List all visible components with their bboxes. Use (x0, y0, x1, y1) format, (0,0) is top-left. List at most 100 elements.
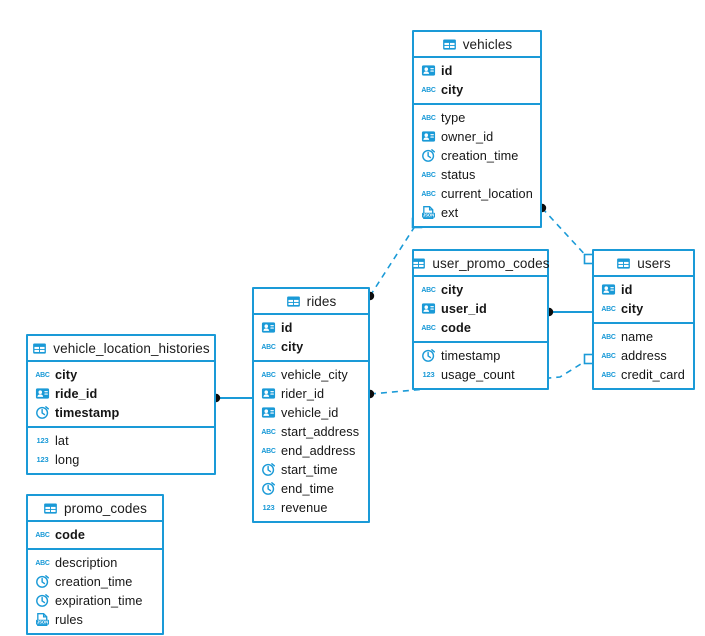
field-label: timestamp (55, 405, 120, 420)
uuid-card-icon (601, 284, 616, 295)
field-row-end_time[interactable]: end_time (254, 479, 368, 498)
field-row-owner_id[interactable]: owner_id (414, 127, 540, 146)
field-row-user_id[interactable]: user_id (414, 299, 547, 318)
json-file-icon: JSON (422, 206, 435, 219)
field-row-rules[interactable]: JSON rules (28, 610, 162, 629)
abc-string-icon: ABC (35, 560, 50, 567)
svg-text:ABC: ABC (421, 115, 435, 122)
svg-text:ABC: ABC (601, 372, 615, 379)
svg-text:ABC: ABC (421, 191, 435, 198)
svg-text:ABC: ABC (261, 372, 275, 379)
field-row-id[interactable]: id (254, 318, 368, 337)
clock-icon (262, 482, 276, 495)
field-row-timestamp[interactable]: timestamp (28, 403, 214, 422)
entity-header-users[interactable]: users (594, 251, 693, 277)
svg-text:ABC: ABC (261, 448, 275, 455)
entity-header-vehicle_location_histories[interactable]: vehicle_location_histories (28, 336, 214, 362)
svg-text:ABC: ABC (261, 344, 275, 351)
field-label: rules (55, 612, 83, 627)
entity-header-vehicles[interactable]: vehicles (414, 32, 540, 58)
abc-string-icon: ABC (601, 372, 616, 379)
field-row-vehicle_id[interactable]: vehicle_id (254, 403, 368, 422)
clock-icon (36, 594, 50, 607)
svg-text:JSON: JSON (37, 620, 48, 625)
edge-line (369, 222, 418, 297)
field-label: current_location (441, 186, 533, 201)
field-row-id[interactable]: id (594, 280, 693, 299)
entity-header-rides[interactable]: rides (254, 289, 368, 315)
field-row-vehicle_city[interactable]: ABC vehicle_city (254, 365, 368, 384)
123-number-icon: 123 (263, 503, 275, 512)
field-row-ride_id[interactable]: ride_id (28, 384, 214, 403)
field-label: user_id (441, 301, 487, 316)
clock-icon (36, 406, 50, 419)
field-label: revenue (281, 500, 328, 515)
field-row-start_address[interactable]: ABC start_address (254, 422, 368, 441)
uuid-card-icon (421, 131, 436, 142)
field-row-id[interactable]: id (414, 61, 540, 80)
123-number-icon: 123 (423, 370, 435, 379)
relationship-vehicle_location_histories-to-rides[interactable] (211, 393, 252, 403)
field-row-expiration_time[interactable]: expiration_time (28, 591, 162, 610)
abc-string-icon: ABC (35, 532, 50, 539)
field-row-creation_time[interactable]: creation_time (414, 146, 540, 165)
abc-string-icon: ABC (421, 287, 436, 294)
uuid-card-icon (261, 388, 276, 399)
entity-header-promo_codes[interactable]: promo_codes (28, 496, 162, 522)
field-label: creation_time (55, 574, 133, 589)
field-row-start_time[interactable]: start_time (254, 460, 368, 479)
svg-text:ABC: ABC (421, 287, 435, 294)
field-label: id (621, 282, 633, 297)
abc-string-icon: ABC (261, 372, 276, 379)
table-grid-icon (44, 502, 57, 514)
field-row-revenue[interactable]: 123 revenue (254, 498, 368, 517)
svg-text:ABC: ABC (261, 429, 275, 436)
field-label: vehicle_city (281, 367, 348, 382)
abc-string-icon: ABC (601, 334, 616, 341)
entity-header-user_promo_codes[interactable]: user_promo_codes (412, 251, 549, 277)
field-label: vehicle_id (281, 405, 339, 420)
clock-icon (422, 149, 436, 162)
field-label: address (621, 348, 667, 363)
field-label: start_address (281, 424, 360, 439)
field-label: start_time (281, 462, 338, 477)
field-row-current_location[interactable]: ABC current_location (414, 184, 540, 203)
table-grid-icon (442, 38, 456, 50)
relationship-user_promo_codes-to-users[interactable] (544, 307, 592, 317)
svg-text:123: 123 (423, 370, 435, 379)
uuid-card-icon (261, 322, 276, 333)
field-row-timestamp[interactable]: timestamp (414, 346, 547, 365)
field-label: owner_id (441, 129, 494, 144)
field-row-creation_time[interactable]: creation_time (28, 572, 162, 591)
edge-line (541, 207, 590, 260)
field-row-rider_id[interactable]: rider_id (254, 384, 368, 403)
